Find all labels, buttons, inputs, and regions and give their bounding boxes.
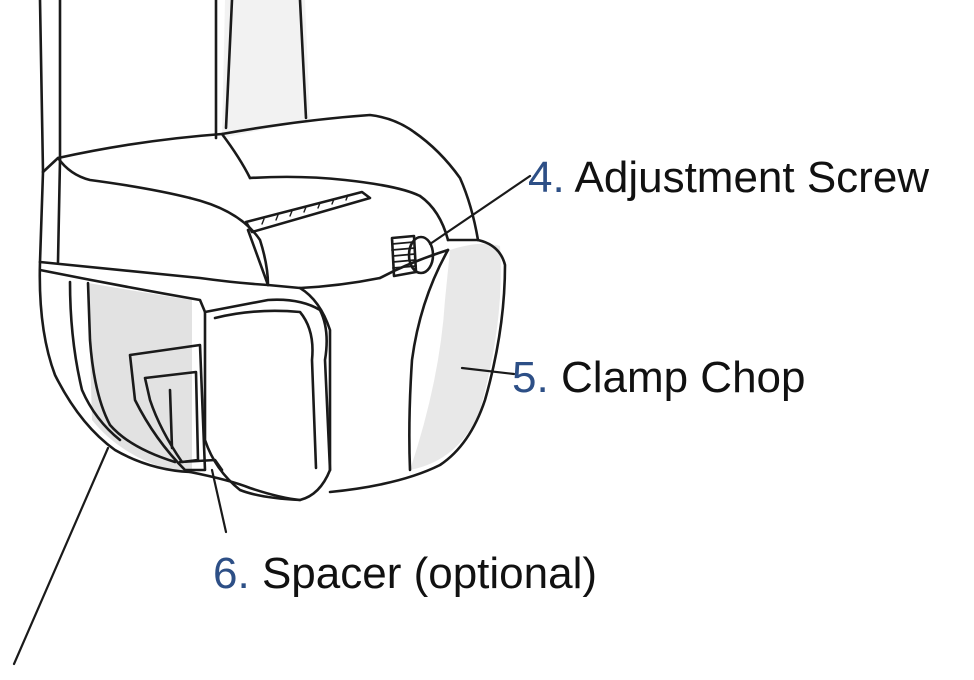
housing-mid-edge bbox=[38, 268, 207, 314]
callout-number-5: 5. bbox=[512, 353, 549, 402]
sliding-block bbox=[203, 228, 382, 502]
callout-label-adjustment-screw: Adjustment Screw bbox=[574, 153, 930, 202]
callout-clamp-chop: 5. Clamp Chop bbox=[512, 356, 806, 400]
housing-slope bbox=[220, 132, 252, 180]
housing-lower-edge bbox=[38, 260, 270, 287]
base-front-bottom bbox=[188, 470, 302, 502]
callout-adjustment-screw: 4. Adjustment Screw bbox=[528, 156, 929, 200]
housing-top-plate bbox=[248, 175, 422, 198]
base-inner-left-2 bbox=[68, 280, 122, 442]
shade-chop-face bbox=[410, 243, 501, 470]
screw-head bbox=[407, 235, 435, 275]
adjustment-screw bbox=[390, 234, 435, 278]
slot-top-edge bbox=[244, 190, 372, 234]
spacer-housing bbox=[128, 343, 207, 472]
callout-label-clamp-chop: Clamp Chop bbox=[560, 353, 806, 402]
screw-threads bbox=[391, 241, 417, 269]
block-side-edge bbox=[298, 286, 332, 472]
leader-line-4 bbox=[428, 174, 532, 246]
arm bbox=[38, 0, 308, 174]
leader-line-bottom bbox=[12, 446, 110, 666]
clamp-chop bbox=[328, 238, 507, 494]
housing-left-inner bbox=[56, 158, 62, 264]
callout-number-4: 4. bbox=[528, 153, 565, 202]
callout-label-spacer: Spacer (optional) bbox=[261, 549, 598, 598]
block-front-face bbox=[203, 298, 332, 502]
leader-line-6 bbox=[210, 468, 228, 534]
housing-front-curve bbox=[188, 196, 270, 287]
chop-front-curve bbox=[408, 248, 450, 472]
block-front-inner bbox=[213, 309, 318, 470]
spacer-divider bbox=[168, 388, 174, 450]
leader-lines bbox=[12, 174, 532, 666]
chop-lip bbox=[378, 248, 450, 280]
arm-left-edge bbox=[38, 0, 45, 174]
callout-number-6: 6. bbox=[213, 549, 250, 598]
leader-line-5 bbox=[460, 366, 516, 376]
housing-right-edge bbox=[418, 194, 450, 242]
base-inner-left bbox=[86, 281, 177, 464]
screw-slot bbox=[244, 190, 372, 234]
arm-right-edge bbox=[298, 0, 308, 120]
callout-spacer: 6. Spacer (optional) bbox=[213, 552, 597, 596]
housing-left-face bbox=[38, 170, 45, 264]
housing-ridge bbox=[56, 156, 192, 200]
arm-front-edge bbox=[224, 0, 234, 130]
shading bbox=[88, 0, 501, 470]
chop-outline bbox=[328, 238, 507, 494]
housing-top-outline bbox=[41, 113, 480, 242]
base-left-outline bbox=[38, 260, 192, 474]
shade-base-band bbox=[88, 283, 192, 470]
top-housing bbox=[38, 113, 480, 314]
slot-hatching bbox=[261, 194, 349, 225]
shade-arm bbox=[222, 0, 310, 138]
